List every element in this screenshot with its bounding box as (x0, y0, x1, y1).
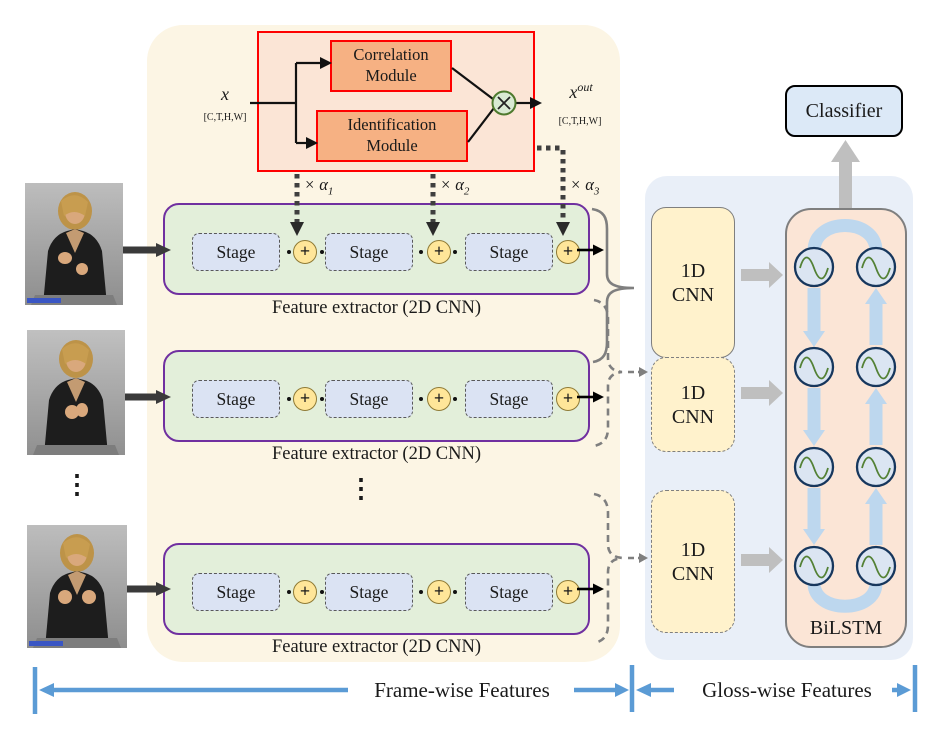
identification-module-box: Identification Module (316, 110, 468, 162)
1d-cnn-1-line1: 1D (680, 259, 706, 282)
signer-frame-2 (27, 330, 125, 455)
add-node: + (427, 240, 451, 264)
1d-cnn-box-3: 1D CNN (651, 490, 735, 633)
feature-extractor-2: Stage + Stage + Stage + (163, 350, 590, 442)
identification-module-label-line1: Identification (347, 115, 437, 135)
connector-dot (453, 397, 457, 401)
stage-box: Stage (465, 233, 553, 271)
alpha1-label: × α1 (304, 175, 334, 198)
add-node: + (556, 580, 580, 604)
1d-cnn-2-line1: 1D (680, 381, 706, 404)
add-node: + (293, 387, 317, 411)
connector-dot (419, 590, 423, 594)
1d-cnn-3-line2: CNN (671, 562, 715, 585)
signer-frame-3 (27, 525, 127, 648)
input-variable-label: x (221, 84, 229, 104)
connector-dot (419, 250, 423, 254)
stage-box: Stage (465, 380, 553, 418)
bilstm-label: BiLSTM (809, 617, 883, 639)
1d-cnn-3-line1: 1D (680, 538, 706, 561)
input-dims-label: [C,T,H,W] (203, 112, 247, 123)
stage-box: Stage (325, 573, 413, 611)
classifier-box: Classifier (785, 85, 903, 137)
stage-box: Stage (325, 233, 413, 271)
output-dims-label: [C,T,H,W] (558, 116, 602, 127)
frames-ellipsis: ⋮ (64, 470, 90, 499)
stage-box: Stage (465, 573, 553, 611)
feature-extractor-1-label: Feature extractor (2D CNN) (271, 298, 482, 318)
connector-dot (453, 250, 457, 254)
correlation-module-label-line1: Correlation (353, 45, 429, 65)
signer-frame-1 (25, 183, 123, 305)
signer-illustration-3 (27, 525, 127, 648)
connector-dot (419, 397, 423, 401)
connector-dot (320, 397, 324, 401)
feature-extractor-2-label: Feature extractor (2D CNN) (271, 444, 482, 464)
correlation-module-label-line2: Module (365, 66, 417, 85)
gloss-wise-features-label: Gloss-wise Features (702, 678, 872, 702)
alpha3-label: × α3 (570, 175, 600, 198)
add-node: + (427, 580, 451, 604)
add-node: + (293, 240, 317, 264)
bilstm-box: BiLSTM (785, 208, 907, 648)
connector-dot (287, 590, 291, 594)
output-variable-label: xout (569, 80, 593, 102)
stage-box: Stage (325, 380, 413, 418)
connector-dot (320, 590, 324, 594)
connector-dot (320, 250, 324, 254)
alpha2-label: × α2 (440, 175, 470, 198)
extractors-ellipsis: ⋮ (348, 474, 374, 503)
1d-cnn-2-line2: CNN (671, 405, 715, 428)
signer-illustration-1 (25, 183, 123, 305)
feature-extractor-1: Stage + Stage + Stage + (163, 203, 590, 295)
1d-cnn-box-2: 1D CNN (651, 357, 735, 452)
feature-extractor-3: Stage + Stage + Stage + (163, 543, 590, 635)
feature-extractor-3-label: Feature extractor (2D CNN) (271, 637, 482, 657)
signer-illustration-2 (27, 330, 125, 455)
stage-box: Stage (192, 380, 280, 418)
identification-module-label-line2: Module (366, 136, 418, 155)
stage-box: Stage (192, 233, 280, 271)
connector-dot (287, 250, 291, 254)
stage-box: Stage (192, 573, 280, 611)
connector-dot (453, 590, 457, 594)
frame-wise-features-label: Frame-wise Features (374, 678, 550, 702)
1d-cnn-box-1: 1D CNN (651, 207, 735, 358)
connector-dot (287, 397, 291, 401)
add-node: + (293, 580, 317, 604)
add-node: + (556, 387, 580, 411)
correlation-module-box: Correlation Module (330, 40, 452, 92)
add-node: + (556, 240, 580, 264)
1d-cnn-1-line2: CNN (671, 283, 715, 306)
add-node: + (427, 387, 451, 411)
